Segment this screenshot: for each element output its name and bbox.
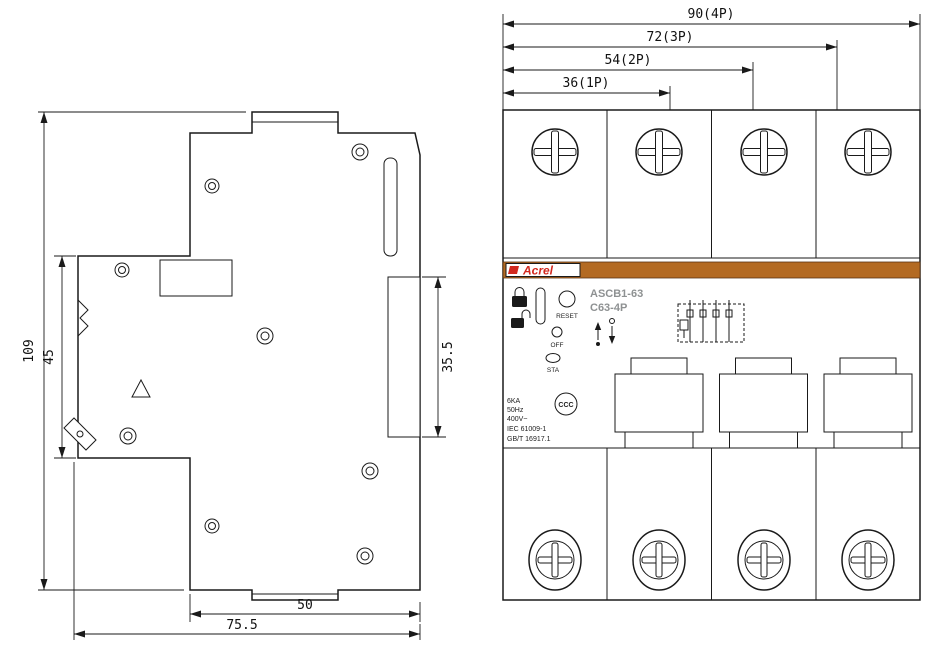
dim-label-35-5: 35.5: [441, 341, 456, 372]
dim-width-overall: 75.5: [73, 462, 421, 640]
sta-indicator: [545, 353, 561, 363]
dim-label-75-5: 75.5: [226, 618, 257, 633]
breaking-capacity-label: 6KA: [507, 398, 521, 405]
spec-block: 6KA 50Hz 400V~ IEC 61009-1 GB/T 16917.1 …: [507, 392, 578, 443]
lower-housing-blocks: [614, 357, 913, 449]
screw-icon: [531, 128, 579, 176]
handle-slider[interactable]: [535, 287, 546, 325]
reset-button[interactable]: [558, 290, 576, 308]
triangle-mark: [131, 378, 151, 398]
ccc-mark-text: CCC: [558, 402, 573, 409]
band-rect: [502, 261, 921, 279]
din-rail-groove: [387, 276, 421, 438]
dim-label-90-4p: 90(4P): [688, 7, 735, 22]
dim-label-50: 50: [297, 598, 313, 613]
dim-label-36-1p: 36(1P): [563, 76, 610, 91]
side-outline: [77, 111, 421, 601]
side-slot: [383, 157, 398, 257]
dim-width-3p: 72(3P): [503, 30, 838, 110]
screw-icon: [841, 529, 895, 591]
side-window: [159, 259, 233, 297]
front-view: Acrel RESET OFF STA ASCB1-63 C63-4P: [502, 7, 921, 601]
on-indicator-icon: [594, 322, 602, 346]
edge-notch: [77, 299, 89, 337]
brand-logo-text: Acrel: [522, 264, 554, 278]
dim-width-2p: 54(2P): [503, 53, 754, 110]
off-indicator: [551, 326, 563, 338]
dim-height-pole-face: 45: [42, 255, 76, 459]
brand-band: Acrel: [502, 261, 921, 279]
sta-label: STA: [547, 367, 560, 374]
dim-width-1p: 36(1P): [503, 76, 671, 110]
screw-icon: [737, 529, 791, 591]
standard-iec-label: IEC 61009-1: [507, 426, 546, 433]
dim-width-body: 50: [189, 594, 421, 622]
voltage-label: 400V~: [507, 416, 527, 423]
rating-label: C63-4P: [590, 302, 627, 314]
dim-label-45: 45: [42, 349, 57, 365]
dim-label-72-3p: 72(3P): [647, 30, 694, 45]
ccc-mark-icon: CCC: [554, 392, 578, 416]
model-label: ASCB1-63: [590, 288, 643, 300]
screw-icon: [528, 529, 582, 591]
screw-icon: [635, 128, 683, 176]
rivet-bosses: [114, 143, 379, 565]
dim-width-4p: 90(4P): [502, 7, 921, 110]
screw-icon: [632, 529, 686, 591]
circuit-diagram-icon: [677, 300, 745, 343]
faceplate-controls: RESET OFF STA: [511, 287, 578, 374]
model-block: ASCB1-63 C63-4P: [590, 288, 643, 346]
off-label: OFF: [551, 342, 564, 349]
screw-icon: [740, 128, 788, 176]
module-separators: [606, 110, 817, 600]
padlock-open-icon: [511, 309, 531, 328]
dim-label-109: 109: [22, 339, 37, 362]
brand-plate: [505, 263, 581, 277]
reset-label: RESET: [556, 313, 578, 320]
release-latch: [63, 417, 97, 451]
off-direction-icon: [608, 318, 616, 344]
frequency-label: 50Hz: [507, 407, 524, 414]
side-view: 109 45 35.5 50: [22, 111, 456, 640]
dim-height-overall: 109: [22, 111, 246, 591]
padlock-closed-icon: [512, 287, 527, 307]
dim-label-54-2p: 54(2P): [605, 53, 652, 68]
dim-rail-clip: 35.5: [422, 276, 456, 438]
brand-flag-icon: [508, 266, 519, 274]
screw-icon: [844, 128, 892, 176]
standard-gb-label: GB/T 16917.1: [507, 436, 551, 443]
